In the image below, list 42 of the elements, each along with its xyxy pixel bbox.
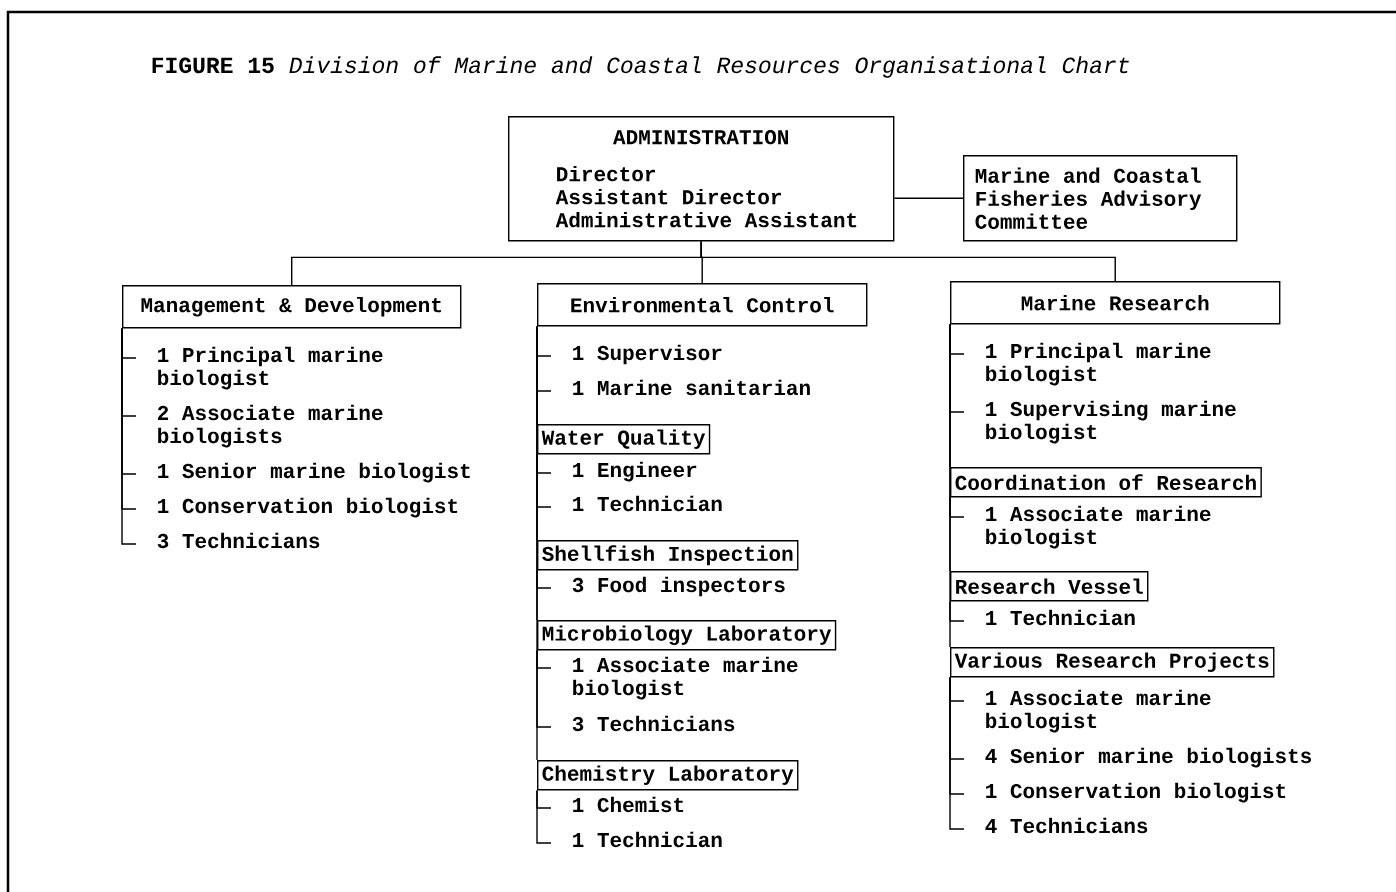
connector-line (700, 240, 1116, 282)
connector-line (536, 789, 552, 844)
section-box: Various Research Projects (950, 647, 1275, 678)
section-box: Water Quality (537, 424, 711, 455)
staff-entry: 1 Senior marine biologist (158, 462, 470, 483)
staff-entry: 1 Technician (573, 831, 722, 848)
staff-entry: 1 Engineer (573, 461, 697, 482)
staff-entry: 3 Technicians (572, 715, 735, 732)
staff-entry: 1 Principal marine biologist (158, 346, 383, 390)
staff-entry: 1 Supervising marine biologist (986, 400, 1236, 444)
connector-line (949, 676, 965, 830)
staff-entry: 1 Supervisor (573, 344, 722, 365)
figure-title: FIGURE 15 Division of Marine and Coastal Resources Organisational Chart (152, 56, 1129, 78)
section-box: Coordination of Research (950, 467, 1262, 498)
connector-line (121, 327, 137, 545)
staff-entry: 1 Associate marine biologist (986, 505, 1211, 549)
staff-entry: 3 Food inspectors (572, 576, 785, 597)
staff-entry: 3 Technicians (157, 532, 320, 549)
department-box: Marine Research (950, 281, 1281, 325)
staff-entry: 4 Technicians (985, 817, 1148, 834)
staff-entry: 1 Conservation biologist (158, 497, 458, 518)
staff-entry: 1 Technician (573, 495, 722, 512)
administration-box: ADMINISTRATION Director Assistant Director Administrative Assistant (508, 116, 895, 242)
connector-line (893, 197, 964, 199)
section-box: Microbiology Laboratory (537, 620, 837, 651)
section-box: Shellfish Inspection (537, 540, 799, 571)
staff-entry: 1 Marine sanitarian (573, 379, 810, 396)
staff-entry: 1 Technician (986, 609, 1135, 626)
department-box: Management & Development (122, 285, 462, 329)
staff-entry: 4 Senior marine biologists (985, 747, 1312, 768)
section-box: Research Vessel (950, 571, 1149, 602)
staff-entry: 2 Associate marine biologists (157, 404, 383, 448)
section-box: Chemistry Laboratory (537, 760, 799, 791)
staff-entry: 1 Conservation biologist (986, 782, 1286, 803)
connector-line (949, 323, 951, 648)
staff-entry: 1 Chemist (573, 796, 684, 813)
staff-entry: 1 Principal marine biologist (986, 342, 1211, 386)
staff-entry: 1 Associate marine biologist (986, 689, 1211, 733)
department-box: Environmental Control (537, 283, 868, 327)
staff-entry: 1 Associate marine biologist (573, 656, 798, 700)
committee-box: Marine and Coastal Fisheries Advisory Committee (963, 155, 1238, 242)
connector-line (536, 325, 538, 761)
